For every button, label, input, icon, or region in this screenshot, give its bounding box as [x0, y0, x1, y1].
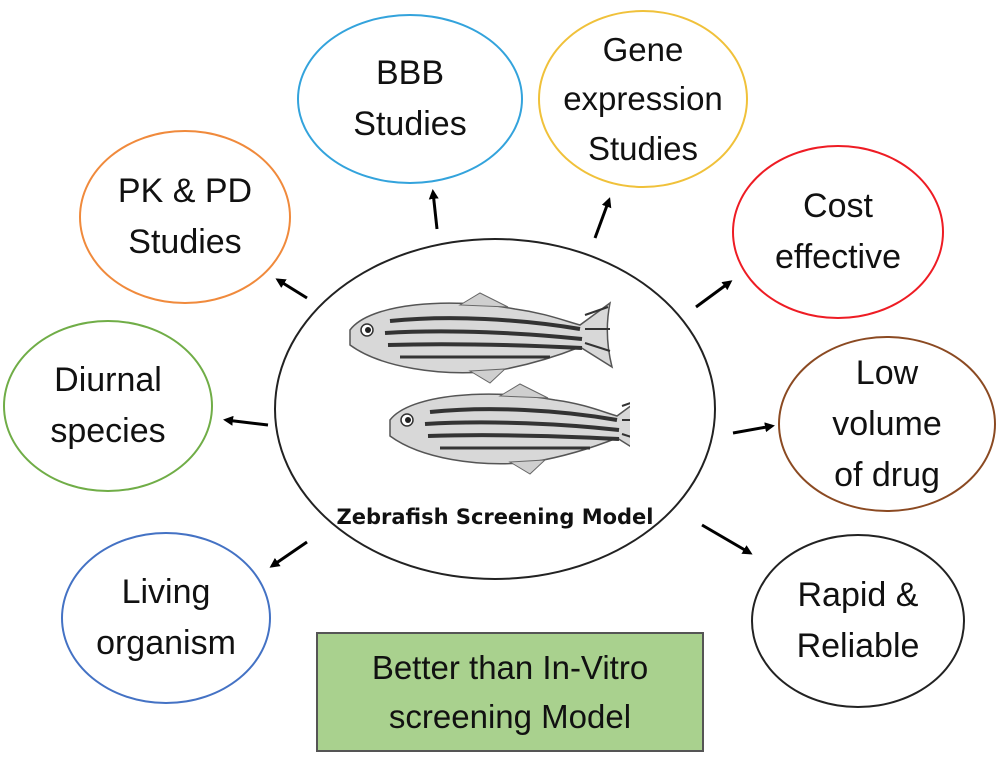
arrow-to-living-organism [269, 540, 308, 568]
arrow-to-gene-expression [593, 197, 612, 239]
bubble-bbb-studies: BBB Studies [297, 14, 523, 184]
arrow-to-low-volume [732, 422, 775, 435]
bubble-low-volume-of-drug: Low volume of drug [778, 336, 996, 512]
bubble-diurnal-species: Diurnal species [3, 320, 213, 492]
arrow-to-pkpd [275, 278, 308, 300]
zebrafish-illustration [349, 292, 630, 475]
arrow-to-cost-effective [695, 280, 733, 309]
bubble-pk-pd-studies: PK & PD Studies [79, 130, 291, 304]
arrow-to-diurnal [223, 415, 269, 427]
central-ellipse [274, 238, 716, 580]
bubble-living-organism: Living organism [61, 532, 271, 704]
arrow-to-bbb [428, 189, 439, 230]
center-label: Zebrafish Screening Model [336, 505, 654, 529]
bubble-gene-expression-studies: Gene expression Studies [538, 10, 748, 188]
better-than-in-vitro-box: Better than In-Vitro screening Model [316, 632, 704, 752]
arrow-to-rapid-reliable [701, 523, 753, 555]
bubble-rapid-reliable: Rapid & Reliable [751, 534, 965, 708]
bubble-cost-effective: Cost effective [732, 145, 944, 319]
zebrafish-upper [349, 292, 614, 384]
zebrafish-lower [389, 383, 630, 475]
